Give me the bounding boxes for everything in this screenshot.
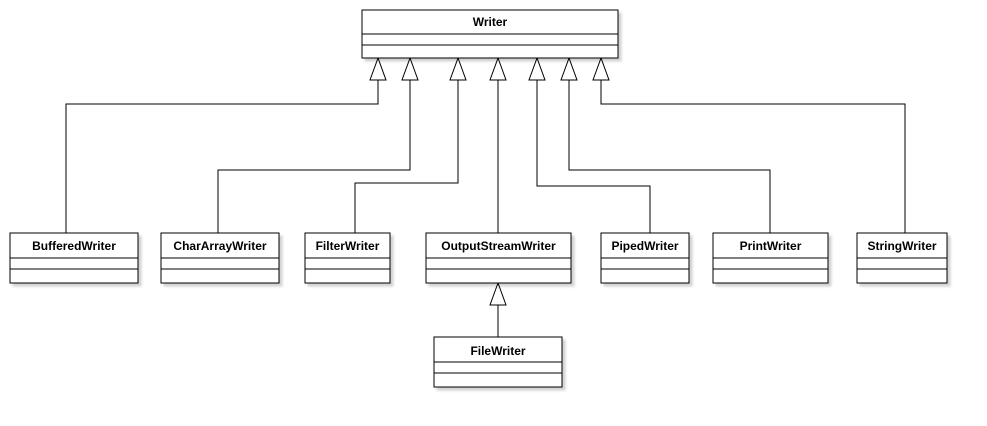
class-name-bufferedwriter: BufferedWriter [32, 239, 116, 253]
class-box-filterwriter[interactable]: FilterWriter [304, 232, 391, 284]
class-name-printwriter: PrintWriter [740, 239, 802, 253]
inheritance-arrowhead-filter [449, 56, 467, 81]
generalization-connectors [65, 56, 906, 337]
class-name-filewriter: FileWriter [470, 344, 525, 358]
class-name-writer: Writer [473, 15, 508, 29]
inheritance-arrowhead-file [489, 281, 507, 306]
generalization-line-chararray [217, 80, 411, 233]
class-box-outputstreamwriter[interactable]: OutputStreamWriter [425, 232, 572, 284]
class-name-filterwriter: FilterWriter [316, 239, 380, 253]
inheritance-arrowhead-buffered [369, 56, 387, 81]
class-name-pipedwriter: PipedWriter [611, 239, 678, 253]
class-box-pipedwriter[interactable]: PipedWriter [600, 232, 690, 284]
class-box-writer[interactable]: Writer [361, 9, 619, 59]
class-box-bufferedwriter[interactable]: BufferedWriter [9, 232, 139, 284]
generalization-line-piped [536, 80, 651, 233]
inheritance-arrowhead-string [592, 56, 610, 81]
class-name-stringwriter: StringWriter [867, 239, 936, 253]
class-box-printwriter[interactable]: PrintWriter [712, 232, 829, 284]
inheritance-arrowhead-piped [528, 56, 546, 81]
class-box-chararraywriter[interactable]: CharArrayWriter [160, 232, 280, 284]
generalization-line-buffered [65, 80, 379, 233]
generalization-line-string [600, 80, 906, 233]
class-name-chararraywriter: CharArrayWriter [173, 239, 266, 253]
generalization-line-filter [354, 80, 459, 233]
inheritance-arrowhead-print [560, 56, 578, 81]
generalization-line-print [568, 80, 771, 233]
inheritance-arrowhead-chararray [401, 56, 419, 81]
class-name-outputstreamwriter: OutputStreamWriter [441, 239, 556, 253]
class-box-filewriter[interactable]: FileWriter [433, 336, 563, 388]
class-box-stringwriter[interactable]: StringWriter [856, 232, 948, 284]
inheritance-arrowhead-outputstream [489, 56, 507, 81]
